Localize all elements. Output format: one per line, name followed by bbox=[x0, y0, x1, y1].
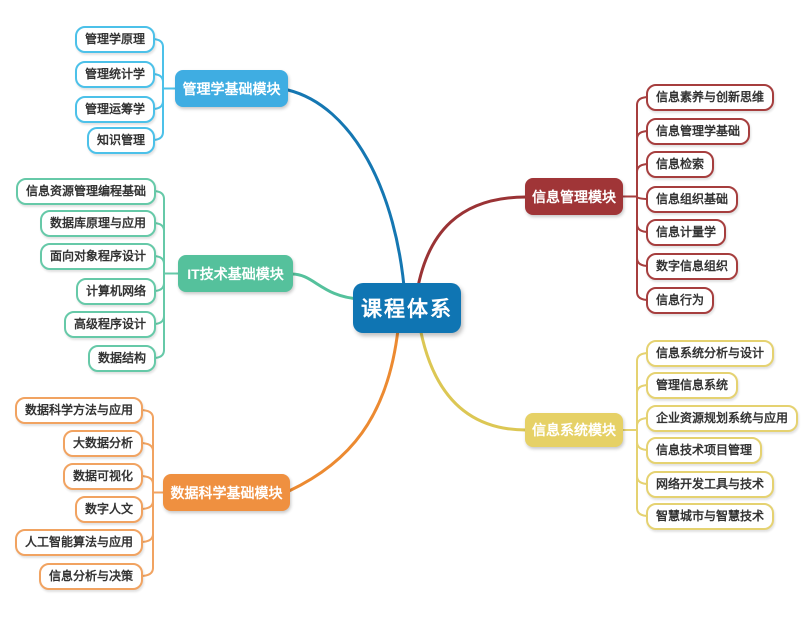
module-node-info-management[interactable]: 信息管理模块 bbox=[525, 178, 623, 215]
module-node-data-science-basics[interactable]: 数据科学基础模块 bbox=[163, 474, 290, 511]
course-node[interactable]: 信息资源管理编程基础 bbox=[15, 177, 156, 205]
course-node[interactable]: 信息行为 bbox=[646, 286, 715, 314]
course-node[interactable]: 信息计量学 bbox=[646, 218, 727, 246]
course-node[interactable]: 数字信息组织 bbox=[646, 252, 739, 280]
course-node[interactable]: 数字人文 bbox=[74, 495, 143, 523]
course-node[interactable]: 大数据分析 bbox=[62, 429, 143, 457]
module-node-info-systems[interactable]: 信息系统模块 bbox=[525, 413, 623, 447]
connector-path bbox=[287, 318, 401, 493]
central-topic-node[interactable]: 课程体系 bbox=[353, 283, 461, 333]
course-node[interactable]: 管理统计学 bbox=[74, 60, 155, 88]
course-node[interactable]: 网络开发工具与技术 bbox=[646, 470, 775, 498]
course-node[interactable]: 信息检索 bbox=[646, 150, 715, 178]
course-node[interactable]: 数据可视化 bbox=[62, 462, 143, 490]
course-node[interactable]: 高级程序设计 bbox=[63, 310, 156, 338]
course-node[interactable]: 企业资源规划系统与应用 bbox=[646, 404, 799, 432]
course-node[interactable]: 智慧城市与智慧技术 bbox=[646, 502, 775, 530]
course-node[interactable]: 数据科学方法与应用 bbox=[14, 396, 143, 424]
course-node[interactable]: 信息素养与创新思维 bbox=[646, 83, 775, 111]
course-node[interactable]: 信息组织基础 bbox=[646, 185, 739, 213]
connector-path bbox=[417, 320, 528, 432]
course-node[interactable]: 信息系统分析与设计 bbox=[646, 339, 775, 367]
course-node[interactable]: 面向对象程序设计 bbox=[39, 242, 156, 270]
course-node[interactable]: 管理学原理 bbox=[74, 25, 155, 53]
course-node[interactable]: 信息管理学基础 bbox=[646, 117, 751, 145]
course-node[interactable]: 信息技术项目管理 bbox=[646, 436, 763, 464]
connector-path bbox=[414, 195, 528, 300]
course-node[interactable]: 知识管理 bbox=[86, 126, 155, 154]
module-node-management-basics[interactable]: 管理学基础模块 bbox=[175, 70, 288, 107]
course-node[interactable]: 人工智能算法与应用 bbox=[14, 528, 143, 556]
course-node[interactable]: 数据结构 bbox=[87, 344, 156, 372]
connector-path bbox=[290, 272, 362, 301]
module-node-it-basics[interactable]: IT技术基础模块 bbox=[178, 255, 293, 292]
connector-path bbox=[286, 88, 407, 300]
course-node[interactable]: 管理运筹学 bbox=[74, 95, 155, 123]
course-node[interactable]: 计算机网络 bbox=[75, 277, 156, 305]
course-node[interactable]: 数据库原理与应用 bbox=[39, 209, 156, 237]
course-node[interactable]: 信息分析与决策 bbox=[38, 562, 143, 590]
course-node[interactable]: 管理信息系统 bbox=[646, 371, 739, 399]
